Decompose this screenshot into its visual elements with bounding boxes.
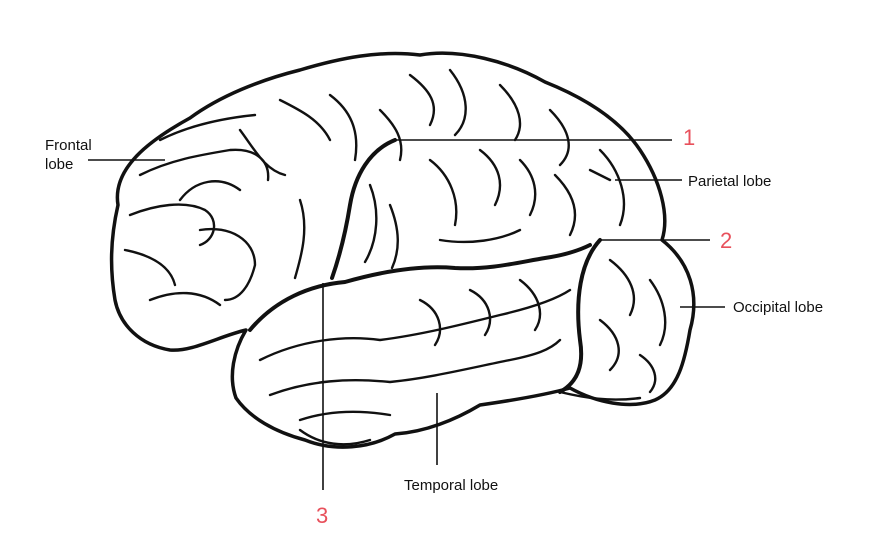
occipital-gyri — [598, 258, 667, 394]
marker-2: 2 — [720, 228, 733, 253]
lateral-sulcus — [248, 243, 592, 332]
frontal-gyri — [123, 98, 332, 307]
temporal-lobe-label: Temporal lobe — [404, 477, 499, 494]
marker-3: 3 — [316, 503, 329, 528]
brain-outline — [109, 51, 696, 449]
occipital-lobe-label: Occipital lobe — [733, 299, 824, 316]
central-gyri — [328, 73, 436, 270]
parietal-lobe-label: Parietal lobe — [688, 173, 772, 190]
temporal-gyri — [258, 278, 572, 422]
frontal-lobe-label: Frontal lobe — [45, 137, 92, 173]
central-sulcus — [330, 138, 397, 280]
marker-1: 1 — [683, 125, 696, 150]
cerebellum-edge — [298, 390, 642, 446]
parieto-occipital-sulcus — [558, 238, 602, 394]
